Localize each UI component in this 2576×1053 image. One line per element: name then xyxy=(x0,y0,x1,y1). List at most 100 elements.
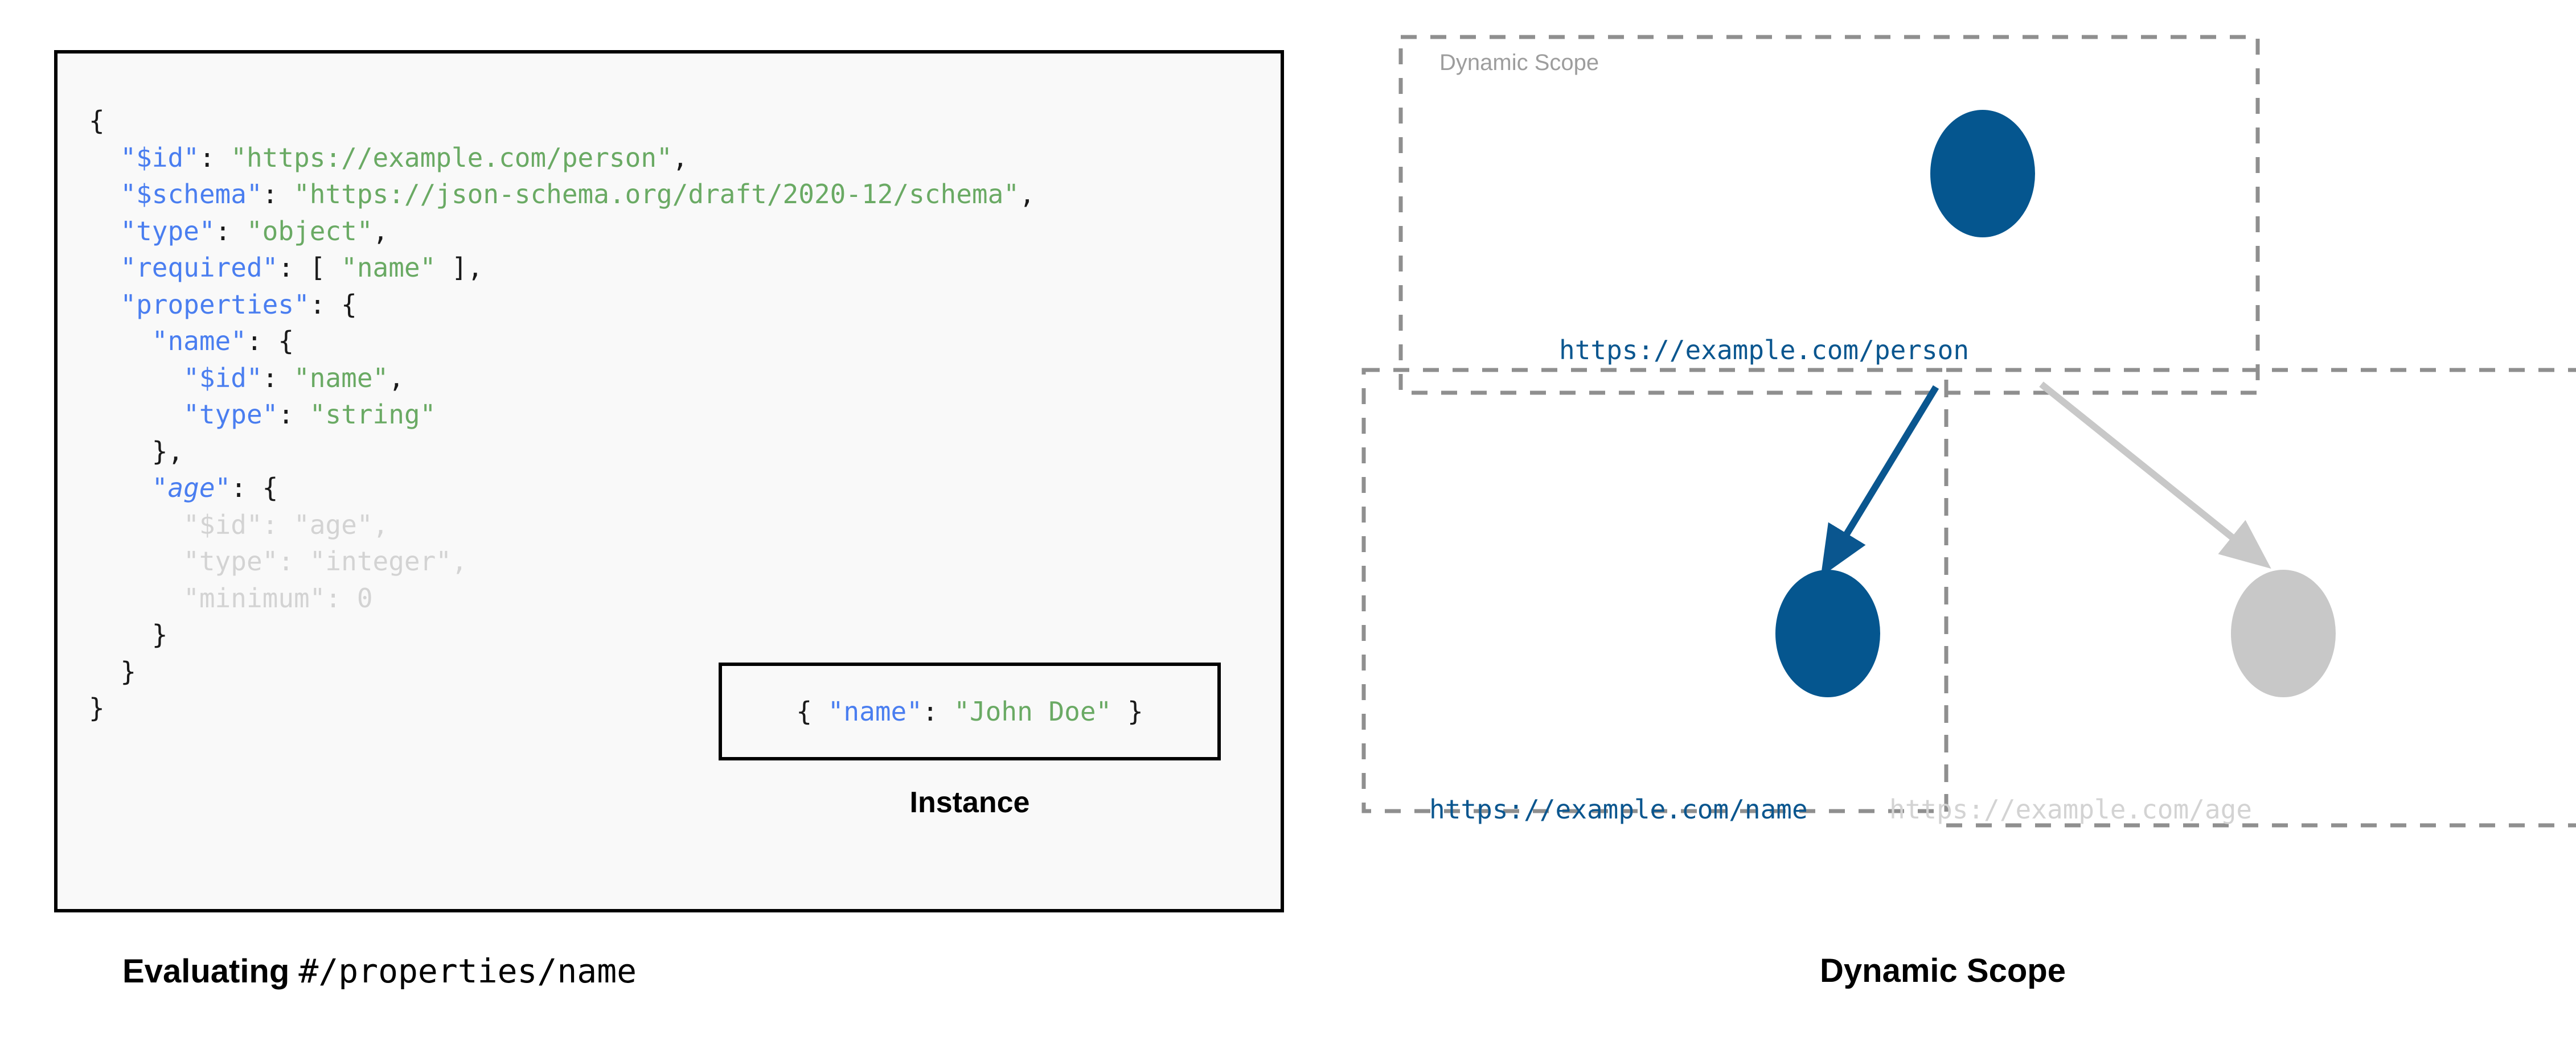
code-token: "minimum" xyxy=(183,582,326,614)
schema-panel: { "$id": "https://example.com/person", "… xyxy=(54,50,1284,990)
instance-caption: Instance xyxy=(909,786,1030,819)
dynamic-scope-panel: Dynamic Scope https://example.com/person… xyxy=(1310,0,2576,1053)
code-token: "type" xyxy=(183,399,278,430)
code-token xyxy=(89,363,183,393)
schema-caption-bold: Evaluating xyxy=(122,953,299,990)
instance-box: { "name": "John Doe" } xyxy=(719,663,1221,760)
code-line: "name": { xyxy=(89,323,1035,360)
code-token: "integer" xyxy=(309,546,452,577)
code-token: "age" xyxy=(294,509,373,540)
code-token: , xyxy=(451,546,467,577)
code-token: } xyxy=(89,619,168,650)
code-line: "type": "object", xyxy=(89,213,1035,250)
code-token: } xyxy=(89,693,105,723)
code-token: "https://example.com/person" xyxy=(231,142,672,173)
node-label-person: https://example.com/person xyxy=(1559,335,1970,365)
code-token xyxy=(89,142,120,173)
code-token: "string" xyxy=(309,399,436,430)
code-token: "required" xyxy=(120,252,278,283)
code-token: "name" xyxy=(827,696,922,727)
code-line: "type": "string" xyxy=(89,396,1035,433)
code-line: "$id": "age", xyxy=(89,507,1035,544)
code-token: "$id" xyxy=(183,509,262,540)
schema-caption-pointer: #/properties/name xyxy=(298,952,637,990)
code-token: { xyxy=(796,696,828,727)
scope-box-right xyxy=(1944,368,2576,828)
code-token xyxy=(89,399,183,430)
code-line: "type": "integer", xyxy=(89,543,1035,580)
code-token: , xyxy=(388,362,404,393)
code-token xyxy=(89,252,120,283)
code-token: : xyxy=(325,582,357,614)
schema-code-listing: { "$id": "https://example.com/person", "… xyxy=(89,102,1035,727)
dynamic-scope-caption: Dynamic Scope xyxy=(1820,952,2066,989)
code-line: "age": { xyxy=(89,470,1035,507)
code-token xyxy=(89,583,183,614)
code-token xyxy=(89,472,152,503)
code-token: : xyxy=(262,362,294,393)
code-token: "$id" xyxy=(120,142,199,173)
code-token: : xyxy=(278,546,310,577)
code-token: , xyxy=(372,215,389,246)
code-token: , xyxy=(672,142,688,173)
code-line: }, xyxy=(89,433,1035,470)
code-token: "type" xyxy=(120,215,215,246)
code-token: , xyxy=(372,509,389,540)
code-token: : { xyxy=(231,472,278,503)
schema-code-box: { "$id": "https://example.com/person", "… xyxy=(54,50,1284,912)
code-token: "type" xyxy=(183,546,278,577)
code-line: "required": [ "name" ], xyxy=(89,249,1035,286)
code-token: "$schema" xyxy=(120,179,262,209)
node-label-age: https://example.com/age xyxy=(1889,794,2252,825)
code-token: 0 xyxy=(356,582,373,614)
code-line: "$schema": "https://json-schema.org/draf… xyxy=(89,176,1035,213)
schema-panel-caption: Evaluating #/properties/name xyxy=(122,952,637,990)
code-token: ], xyxy=(436,252,483,283)
code-token: "name" xyxy=(341,252,436,283)
code-token: "name" xyxy=(151,326,247,356)
code-token xyxy=(89,289,120,320)
code-token: "object" xyxy=(246,215,373,246)
code-line: "properties": { xyxy=(89,286,1035,323)
code-token: "John Doe" xyxy=(954,696,1112,727)
code-token: : [ xyxy=(278,252,342,283)
code-token: : xyxy=(199,142,231,173)
code-token xyxy=(89,326,152,356)
scope-box-top xyxy=(1398,35,2260,395)
code-token: }, xyxy=(89,435,184,467)
code-token xyxy=(89,509,183,540)
code-token: : xyxy=(215,215,247,246)
node-person-circle xyxy=(1930,110,2035,237)
instance-code: { "name": "John Doe" } xyxy=(796,696,1143,727)
code-token: "name" xyxy=(294,362,389,393)
code-token xyxy=(89,216,120,246)
code-token: : { xyxy=(309,289,357,320)
code-token xyxy=(89,179,120,209)
code-token: "https://json-schema.org/draft/2020-12/s… xyxy=(294,179,1019,209)
node-age-circle xyxy=(2231,570,2336,697)
code-line: } xyxy=(89,653,1035,690)
code-token: { xyxy=(89,105,105,136)
code-token xyxy=(89,546,183,577)
edge-person-to-name xyxy=(1820,385,1939,577)
code-token: "age" xyxy=(151,472,231,503)
dynamic-scope-diagram xyxy=(1361,35,2576,828)
code-line: { xyxy=(89,102,1035,139)
code-token: : xyxy=(278,399,310,430)
code-token: : xyxy=(262,179,294,209)
code-token: "properties" xyxy=(120,289,310,320)
code-token: "$id" xyxy=(183,362,262,393)
node-label-name: https://example.com/name xyxy=(1429,794,1808,825)
code-token: } xyxy=(1111,696,1143,727)
code-line: "$id": "name", xyxy=(89,360,1035,397)
code-line: "minimum": 0 xyxy=(89,580,1035,617)
code-line: "$id": "https://example.com/person", xyxy=(89,139,1035,176)
code-token: , xyxy=(1019,179,1035,209)
code-token: : xyxy=(922,696,954,727)
code-line: } xyxy=(89,616,1035,653)
code-token: : { xyxy=(246,326,294,356)
edge-person-to-age xyxy=(2039,381,2271,569)
code-line: } xyxy=(89,690,1035,727)
scope-box-label: Dynamic Scope xyxy=(1439,50,1599,75)
node-name-circle xyxy=(1775,570,1880,697)
